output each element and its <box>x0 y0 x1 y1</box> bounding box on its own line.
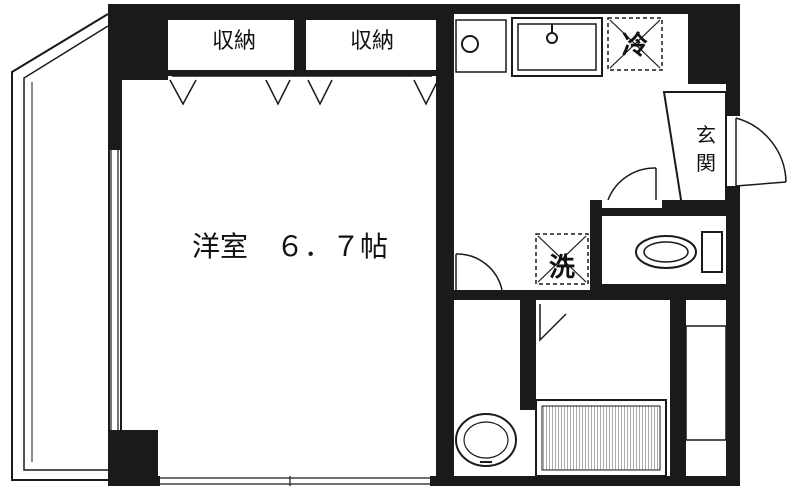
fridge-space: 冷 <box>607 17 663 71</box>
entrance: 玄 関 <box>662 91 787 208</box>
room-divider <box>436 84 454 476</box>
fridge-label: 冷 <box>622 30 648 61</box>
western-room-label: 洋室 ６．７帖 <box>192 230 388 263</box>
left-window <box>110 150 120 430</box>
storage-label-right: 収納 <box>350 29 394 54</box>
outer-walls <box>108 4 740 486</box>
bottom-window <box>160 476 430 486</box>
washer-space: 洗 <box>535 233 589 285</box>
balcony <box>11 13 109 481</box>
entrance-label-1: 玄 <box>696 123 716 147</box>
washer-label: 洗 <box>549 253 575 283</box>
toilet-room <box>590 167 740 292</box>
storage-label-left: 収納 <box>212 29 256 54</box>
entrance-label-2: 関 <box>696 151 716 175</box>
storage-closets <box>168 14 439 106</box>
kitchen <box>455 17 603 77</box>
bathroom <box>454 290 740 477</box>
corridor-door <box>455 253 503 291</box>
